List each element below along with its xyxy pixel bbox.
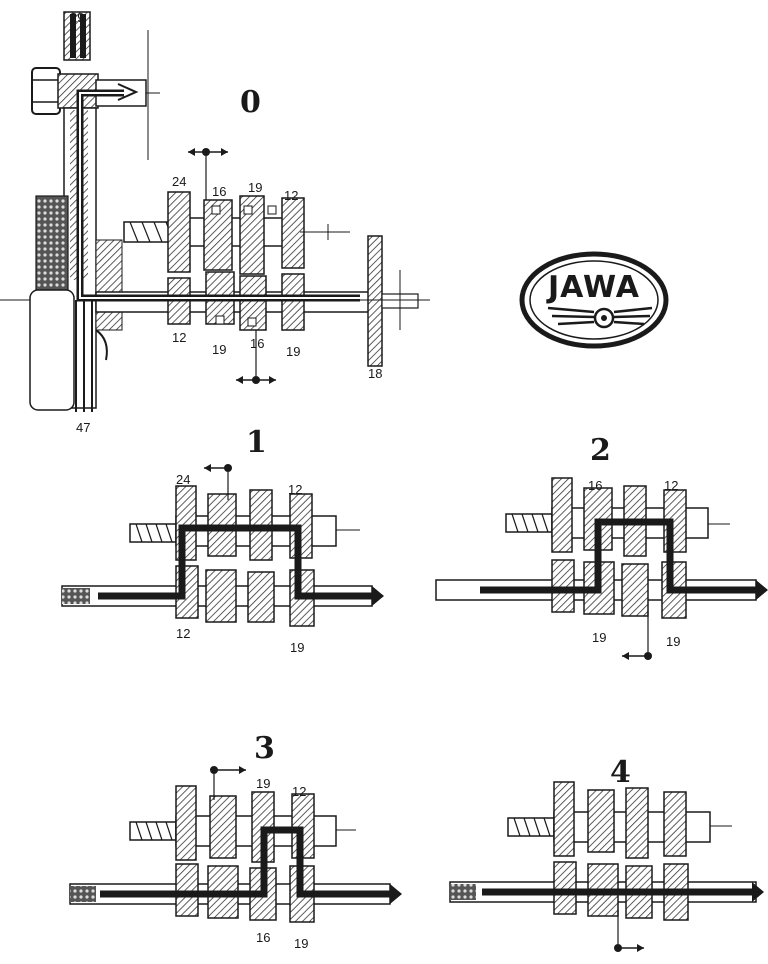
selector-fork-arrow — [204, 464, 232, 500]
part-label: 12 — [284, 188, 298, 203]
selector-fork-arrow — [210, 766, 246, 800]
part-label: 16 — [212, 184, 226, 199]
diagram-gear-1: 1 24 12 12 19 — [61, 425, 384, 655]
selector-fork-arrow — [614, 910, 644, 952]
gear-title: 2 — [590, 433, 611, 468]
part-label: 12 — [288, 482, 302, 497]
part-label: 16 — [588, 478, 602, 493]
gear-title: 4 — [610, 755, 631, 790]
selector-fork-arrow — [622, 610, 652, 660]
clutch-assembly — [29, 11, 160, 412]
diagram-gear-0: 0 29 24 16 19 12 12 19 16 19 18 47 — [0, 10, 430, 435]
power-path-3 — [100, 826, 396, 898]
part-label: 18 — [368, 366, 382, 381]
part-label: 12 — [664, 478, 678, 493]
winged-wheel-icon — [547, 306, 653, 329]
power-path-1 — [98, 524, 378, 600]
part-label: 19 — [666, 634, 680, 649]
part-label: 29 — [70, 10, 84, 25]
diagram-gear-4: 4 — [449, 755, 764, 952]
part-label: 19 — [286, 344, 300, 359]
diagram-gear-3: 3 19 12 16 19 — [69, 731, 402, 951]
part-label: 16 — [250, 336, 264, 351]
logo-text: JAWA — [546, 270, 640, 305]
part-label: 12 — [292, 784, 306, 799]
part-label: 19 — [212, 342, 226, 357]
part-label: 12 — [172, 330, 186, 345]
gear-title: 1 — [246, 425, 267, 460]
power-path-2 — [480, 518, 760, 594]
part-label: 12 — [176, 626, 190, 641]
part-label: 47 — [76, 420, 90, 435]
selector-fork-arrow — [236, 330, 276, 384]
gear-title: 3 — [254, 731, 275, 766]
part-label: 24 — [172, 174, 186, 189]
part-label: 16 — [256, 930, 270, 945]
part-label: 19 — [248, 180, 262, 195]
part-label: 19 — [592, 630, 606, 645]
part-label: 24 — [176, 472, 190, 487]
gear-title: 0 — [240, 85, 261, 120]
part-label: 19 — [256, 776, 270, 791]
selector-fork-arrow — [188, 148, 228, 200]
diagram-gear-2: 2 16 12 19 19 — [435, 433, 768, 660]
part-label: 19 — [294, 936, 308, 951]
part-label: 19 — [290, 640, 304, 655]
jawa-logo: JAWA — [519, 251, 669, 349]
